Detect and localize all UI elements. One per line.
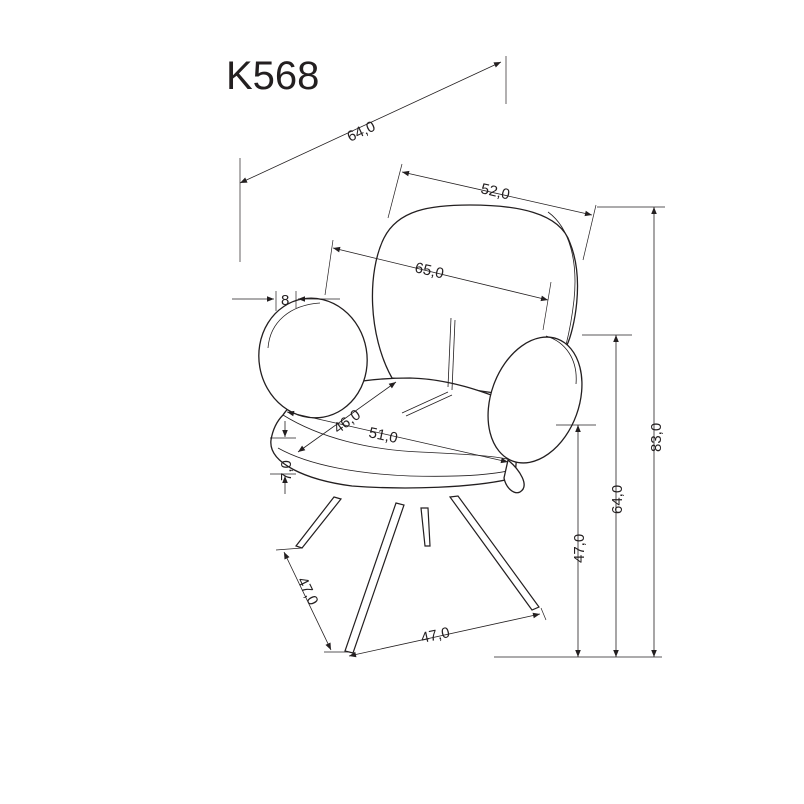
seat-seam	[401, 391, 449, 414]
leg-rear-left	[295, 496, 343, 549]
right-armrest	[487, 336, 583, 464]
model-title: K568	[226, 54, 319, 98]
dim-base-depth: 47,0	[293, 574, 321, 608]
dim-overall-width: 64,0	[345, 118, 379, 146]
backrest-seam	[447, 317, 452, 388]
leg-front-left	[344, 502, 405, 654]
backrest-seam-inner	[451, 319, 456, 391]
right-armrest-support	[503, 458, 525, 494]
dimension-lines: 64,0 52,0 65,0 8 46,0 51,0 7,0 47,0	[232, 56, 665, 658]
dim-armrest-height: 64,0	[609, 485, 626, 514]
leg-front-right	[448, 495, 540, 611]
dim-backrest-width: 52,0	[479, 180, 511, 203]
leg-rear-center	[420, 507, 431, 547]
dim-seat-height: 47,0	[571, 534, 588, 563]
dim-seat-width: 51,0	[367, 424, 399, 447]
dim-armrest-width: 8	[281, 292, 289, 309]
dim-base-width: 47,0	[419, 624, 451, 647]
right-armrest-edge	[545, 335, 577, 385]
dim-total-height: 83,0	[648, 423, 665, 452]
dim-inner-width: 65,0	[413, 259, 445, 282]
backrest-edge	[547, 211, 576, 346]
dim-seat-thickness: 7,0	[278, 460, 295, 481]
left-armrest-edge	[267, 302, 321, 349]
